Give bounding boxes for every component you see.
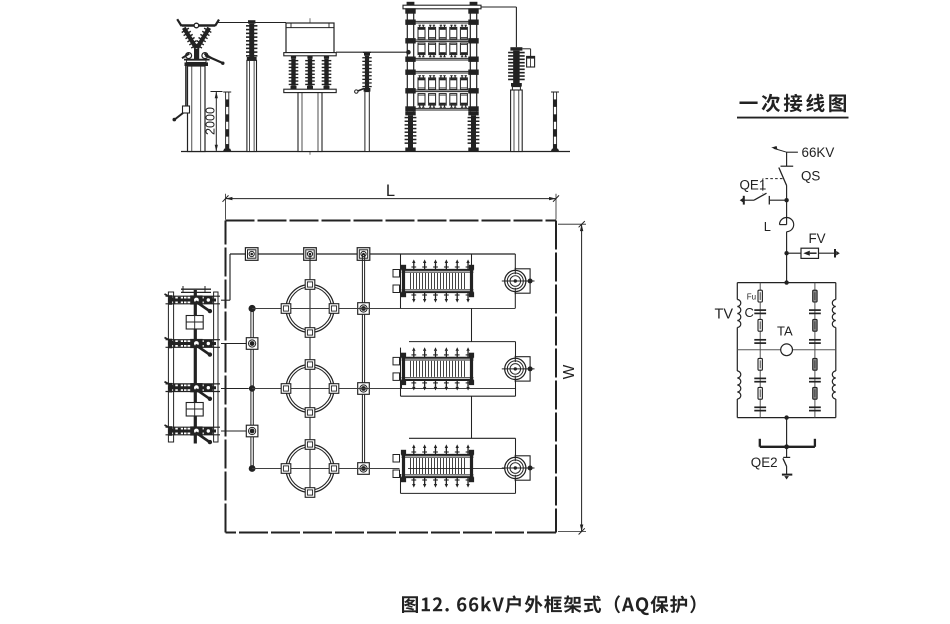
plan-capacitor-bay-2 xyxy=(391,341,536,397)
plan-disconnector-stubs xyxy=(221,299,249,432)
schematic-qs-label: QS xyxy=(801,169,820,184)
plan-arrester-3 xyxy=(501,454,536,482)
plan-dim-width: W xyxy=(558,220,586,535)
schematic-c-label: C xyxy=(745,305,754,320)
plan-disconnector-assembly xyxy=(164,286,220,445)
elevation-arrester xyxy=(508,47,536,153)
schematic-capacitor-bank: TA Fu C TV xyxy=(715,280,837,420)
plan-length-dim-label: L xyxy=(386,182,395,200)
elevation-discharge-coil xyxy=(283,18,337,155)
elevation-height-dim-label: 2000 xyxy=(204,107,218,135)
schematic-ta-label: TA xyxy=(777,324,793,339)
schematic-title xyxy=(739,93,846,113)
elevation-instrument xyxy=(354,51,372,152)
figure-caption xyxy=(402,595,696,616)
elevation-capacitor-rack xyxy=(402,1,482,152)
schematic-disconnector-qs: QS xyxy=(762,165,820,201)
plan-arrester-2 xyxy=(501,354,536,383)
plan-dim-length: L xyxy=(222,182,560,220)
schematic-fv-label: FV xyxy=(809,231,826,246)
schematic-title-glyphs xyxy=(739,93,846,113)
schematic-reactor: L xyxy=(764,200,795,254)
schematic-incoming: 66KV xyxy=(771,145,835,167)
plan-view: L W xyxy=(164,182,586,535)
elevation-level-rod-left xyxy=(222,91,233,153)
schematic-tv-label: TV xyxy=(715,307,734,323)
figure-caption-glyphs xyxy=(402,595,696,616)
schematic-qe1-label: QE1 xyxy=(740,178,767,193)
plan-width-dim-label: W xyxy=(561,364,578,379)
elevation-dim-2000: 2000 xyxy=(204,91,223,152)
elevation-level-rod-right xyxy=(550,91,560,153)
schematic-l-label: L xyxy=(764,219,771,234)
schematic-qe2-label: QE2 xyxy=(751,455,778,470)
schematic-earth-switch-2: QE2 xyxy=(751,417,817,480)
plan-fence xyxy=(224,219,557,534)
plan-arrester-1 xyxy=(501,267,536,295)
schematic-incoming-label: 66KV xyxy=(802,145,835,160)
schematic-earth-switch-1: QE1 xyxy=(740,178,789,205)
elevation-disconnector xyxy=(172,18,225,153)
plan-bus xyxy=(229,247,516,301)
schematic: 66KV QS QE1 L FV TA Fu C TV QE2 xyxy=(715,93,849,480)
schematic-arrester-fv: FV xyxy=(784,231,840,259)
elevation-post-insulator xyxy=(246,20,258,153)
plan-capacitor-bay-3 xyxy=(391,437,536,494)
schematic-fu-label: Fu xyxy=(747,293,756,302)
elevation-view: 2000 xyxy=(172,1,570,155)
plan-capacitor-bay-1 xyxy=(391,254,536,309)
